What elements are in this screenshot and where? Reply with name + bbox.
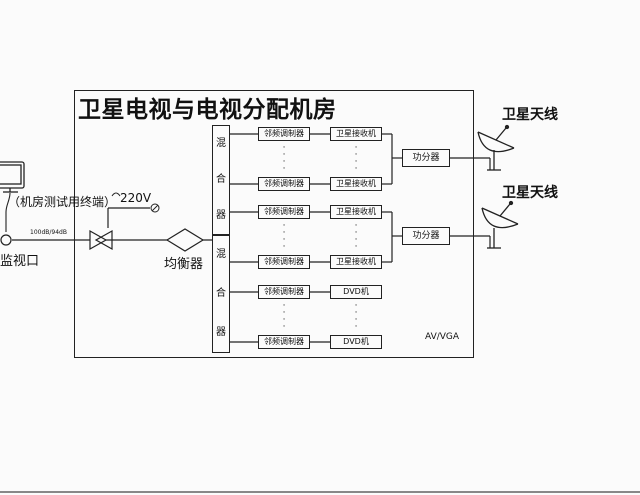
ellipsis-dots: ····	[282, 221, 286, 252]
modulator-box: 邻频调制器	[258, 127, 310, 141]
satellite-receiver-box: 卫星接收机	[330, 127, 382, 141]
ellipsis-dots: ····	[354, 221, 358, 252]
satellite-dish-icon	[477, 124, 515, 171]
modulator-box: 邻频调制器	[258, 255, 310, 269]
equipment-room-frame	[74, 90, 474, 358]
satellite-receiver-box: 卫星接收机	[330, 255, 382, 269]
modulator-box: 邻频调制器	[258, 335, 310, 349]
ellipsis-dots: ····	[354, 143, 358, 174]
dvd-player-box: DVD机	[330, 335, 382, 349]
mixer-char: 器	[216, 326, 226, 338]
diagram-title: 卫星电视与电视分配机房	[78, 97, 337, 123]
power-splitter-box: 功分器	[402, 149, 450, 167]
equalizer-icon	[165, 228, 205, 252]
power-plug-icon	[150, 203, 160, 213]
mixer-char: 合	[216, 287, 226, 299]
power-voltage-label: 220V	[120, 191, 152, 205]
monitor-port-circle	[0, 234, 12, 246]
mixer-char: 器	[216, 210, 226, 221]
monitor-icon	[0, 161, 25, 193]
power-splitter-box: 功分器	[402, 227, 450, 245]
signal-level-label: 100dB/94dB	[30, 229, 67, 236]
mixer-char: 合	[216, 174, 226, 185]
modulator-box: 邻频调制器	[258, 205, 310, 219]
satellite-dish-icon	[481, 200, 519, 249]
mixer-char: 混	[216, 249, 226, 261]
modulator-box: 邻频调制器	[258, 285, 310, 299]
dvd-player-box: DVD机	[330, 285, 382, 299]
mixer-char: 混	[216, 138, 226, 149]
mixer-lower: 混 合 器	[212, 235, 230, 353]
satellite-antenna-label: 卫星天线	[502, 107, 558, 123]
av-vga-label: AV/VGA	[425, 332, 460, 342]
monitor-port-label: 监视口	[0, 254, 40, 269]
satellite-antenna-label: 卫星天线	[502, 185, 558, 201]
mixer-upper: 混 合 器	[212, 125, 230, 235]
ellipsis-dots: ····	[282, 301, 286, 332]
ellipsis-dots: ····	[282, 143, 286, 174]
satellite-receiver-box: 卫星接收机	[330, 205, 382, 219]
ellipsis-dots: ····	[354, 301, 358, 332]
satellite-receiver-box: 卫星接收机	[330, 177, 382, 191]
modulator-box: 邻频调制器	[258, 177, 310, 191]
equalizer-label: 均衡器	[164, 257, 204, 272]
amplifier-icon	[89, 229, 113, 251]
test-terminal-label: （机房测试用终端）	[8, 195, 117, 209]
